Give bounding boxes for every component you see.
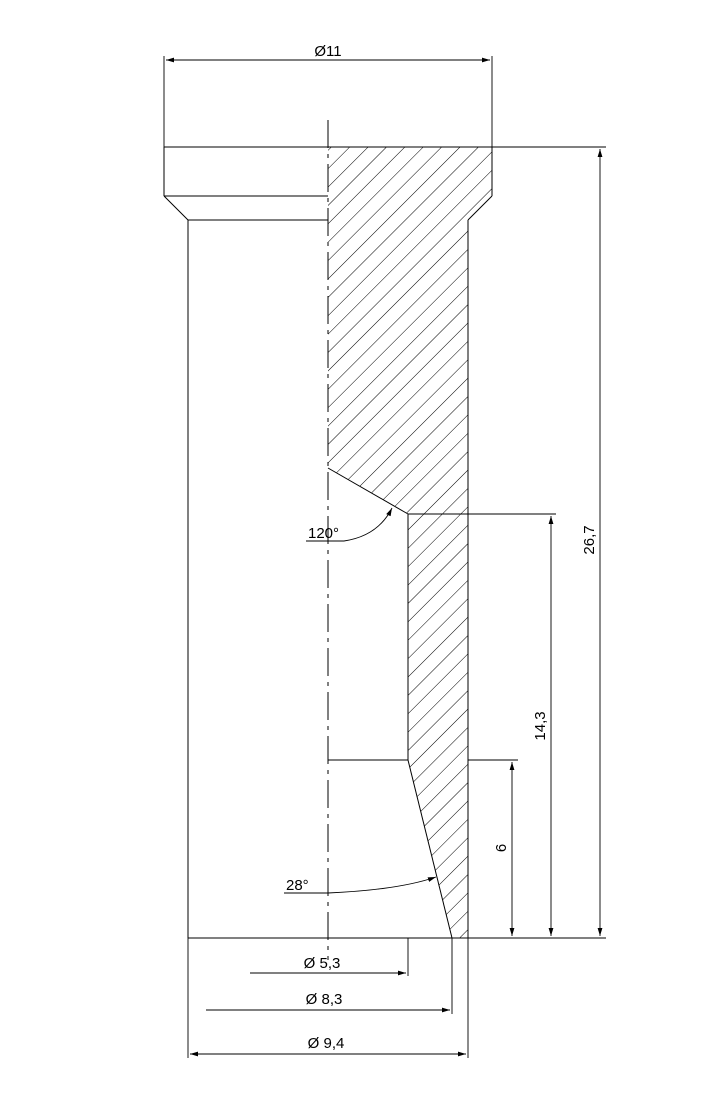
- dimension-diameter-5-3: Ø 5,3: [250, 955, 406, 976]
- part-outline: [163, 146, 493, 939]
- angle-taper: 28°: [284, 876, 437, 894]
- taper-length-label: 6: [493, 844, 510, 852]
- diameter-5-3-label: Ø 5,3: [304, 955, 341, 972]
- extension-lines: [163, 56, 606, 1058]
- head-diameter-label: Ø11: [314, 43, 341, 60]
- bore-depth-label: 14,3: [532, 711, 549, 740]
- drill-angle-label: 120°: [308, 525, 339, 542]
- diameter-9-4-label: Ø 9,4: [308, 1035, 345, 1052]
- dimension-total-length: 26,7: [581, 149, 603, 936]
- dimension-taper-length: 6: [493, 762, 515, 936]
- dimension-head-diameter: Ø11: [166, 43, 490, 63]
- section-hatch: [328, 147, 492, 938]
- dimension-bore-depth: 14,3: [532, 516, 554, 936]
- total-length-label: 26,7: [581, 525, 598, 554]
- dimension-diameter-8-3: Ø 8,3: [206, 991, 450, 1013]
- dimension-diameter-9-4: Ø 9,4: [190, 1035, 466, 1057]
- angle-drill-point: 120°: [306, 507, 393, 542]
- taper-angle-label: 28°: [286, 877, 309, 894]
- diameter-8-3-label: Ø 8,3: [306, 991, 343, 1008]
